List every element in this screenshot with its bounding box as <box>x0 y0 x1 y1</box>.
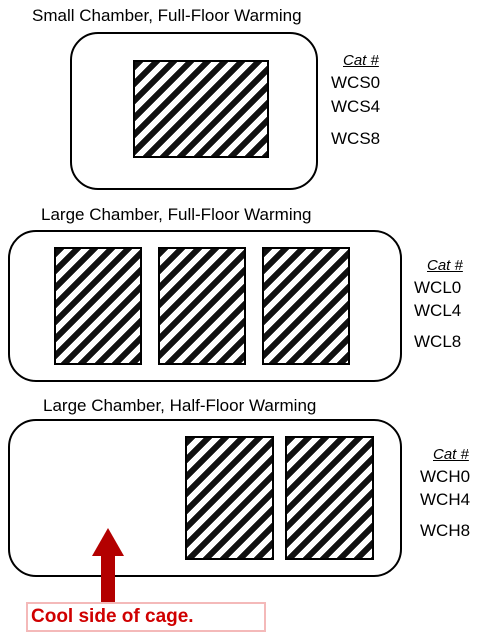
warming-pad <box>185 436 274 560</box>
cat-number-header: Cat # <box>343 52 379 69</box>
cat-number-header: Cat # <box>433 446 469 463</box>
catalog-number: WCS4 <box>331 97 381 116</box>
warming-pad <box>262 247 350 365</box>
catalog-number: WCS0 <box>331 73 381 92</box>
warming-pad <box>285 436 374 560</box>
section-title-large-full: Large Chamber, Full-Floor Warming <box>41 205 312 224</box>
warming-pad <box>133 60 269 158</box>
section-title-large-half: Large Chamber, Half-Floor Warming <box>43 396 317 415</box>
catalog-number: WCH8 <box>420 521 471 540</box>
cool-side-callout: Cool side of cage. <box>26 602 266 632</box>
cat-number-header: Cat # <box>427 257 463 274</box>
section-title-small-full: Small Chamber, Full-Floor Warming <box>32 6 302 25</box>
catalog-number: WCH4 <box>420 490 471 509</box>
up-arrow-icon <box>92 528 124 556</box>
catalog-number: WCL8 <box>414 332 462 351</box>
catalog-number: WCL4 <box>414 301 462 320</box>
catalog-number: WCH0 <box>420 467 471 486</box>
warming-pad <box>54 247 142 365</box>
arrow-shaft <box>101 554 115 604</box>
warming-pad <box>158 247 246 365</box>
catalog-number: WCL0 <box>414 278 462 297</box>
catalog-number: WCS8 <box>331 129 381 148</box>
